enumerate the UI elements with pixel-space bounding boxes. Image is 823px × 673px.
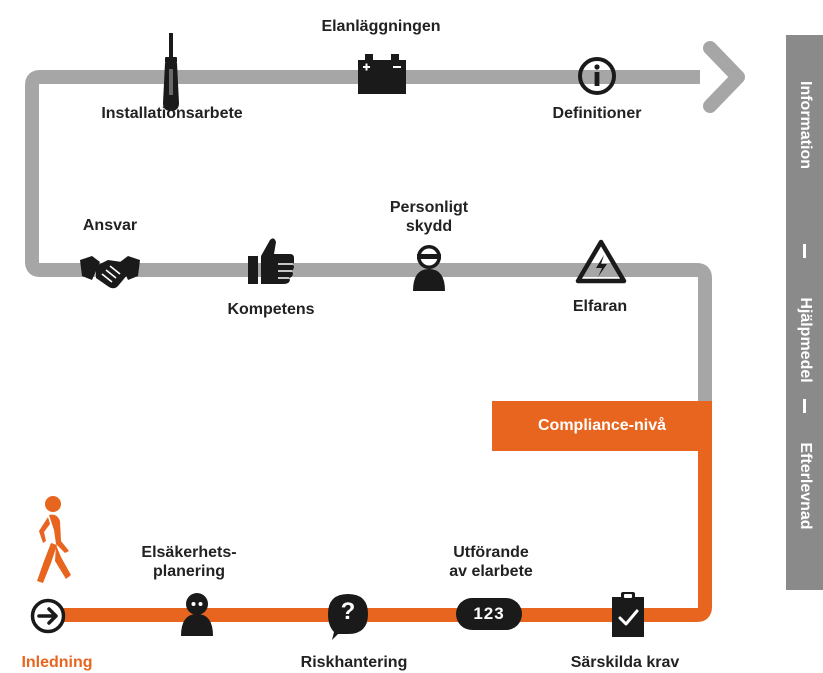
label-installationsarbete[interactable]: Installationsarbete <box>101 105 243 122</box>
label-personligt-skydd-line2: skydd <box>405 218 453 235</box>
welder-icon <box>413 245 445 291</box>
numbers-badge: 123 <box>456 598 522 630</box>
screwdriver-icon <box>163 33 179 111</box>
side-nav-efterlevnad[interactable]: Efterlevnad <box>796 442 814 530</box>
clipboard-check-icon <box>612 592 644 637</box>
label-sarskilda-krav[interactable]: Särskilda krav <box>570 654 680 671</box>
label-kompetens[interactable]: Kompetens <box>227 301 315 318</box>
label-elsakerhets-line1: Elsäkerhets- <box>141 544 237 561</box>
label-personligt-skydd-line1: Personligt <box>389 199 469 216</box>
side-nav-hjalpmedel[interactable]: Hjälpmedel <box>796 297 814 383</box>
side-nav-separator <box>803 244 806 258</box>
compliance-level-button[interactable]: Compliance-nivå <box>492 401 712 451</box>
thumbs-up-icon <box>248 238 294 284</box>
label-definitioner[interactable]: Definitioner <box>552 105 642 122</box>
person-icon <box>181 593 213 636</box>
side-nav-information[interactable]: Information <box>796 81 814 169</box>
label-utforande-line2: av elarbete <box>449 563 533 580</box>
info-icon <box>578 57 616 95</box>
label-elsakerhetsplanering[interactable]: Elsäkerhets- planering <box>141 543 236 581</box>
label-riskhantering[interactable]: Riskhantering <box>300 654 408 671</box>
battery-icon <box>358 54 406 94</box>
compliance-label: Compliance-nivå <box>537 417 667 434</box>
label-elfaran[interactable]: Elfaran <box>572 298 628 315</box>
label-elsakerhets-line2: planering <box>152 563 226 580</box>
question-mark-glyph: ? <box>340 598 356 625</box>
label-ansvar[interactable]: Ansvar <box>82 217 138 234</box>
label-utforande-av-elarbete[interactable]: Utförande av elarbete <box>449 543 533 581</box>
handshake-icon <box>80 256 140 289</box>
arrow-circle-icon[interactable] <box>30 598 66 634</box>
side-navigation: Information Hjälpmedel Efterlevnad <box>786 35 823 590</box>
label-inledning[interactable]: Inledning <box>21 654 93 671</box>
question-icon <box>328 594 368 640</box>
label-personligt-skydd[interactable]: Personligt skydd <box>390 198 468 236</box>
side-nav-separator <box>803 399 806 413</box>
walking-person-icon <box>37 496 71 583</box>
warning-icon <box>575 239 627 284</box>
label-utforande-line1: Utförande <box>453 544 529 561</box>
label-elanlaggningen[interactable]: Elanläggningen <box>321 18 441 35</box>
